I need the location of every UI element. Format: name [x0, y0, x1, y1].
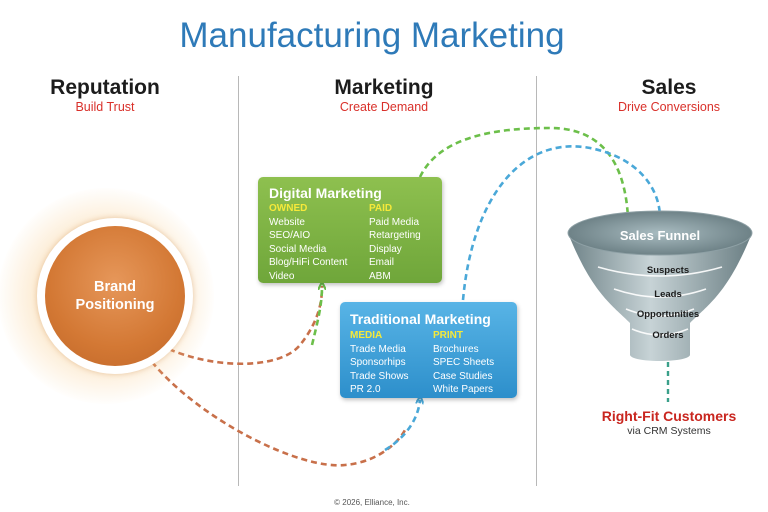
list-item: Email [369, 257, 395, 269]
diagram-title: Manufacturing Marketing [179, 16, 565, 55]
list-item: White Papers [433, 384, 494, 396]
column-subtitle-sales: Drive Conversions [617, 100, 721, 114]
column-title-reputation: Reputation [50, 76, 160, 99]
funnel-stage-orders: Orders [652, 330, 684, 341]
list-item: Case Studies [433, 370, 493, 382]
brand-positioning-circle: Brand Positioning [45, 226, 185, 366]
digital-paid-heading: PAID [369, 203, 393, 214]
right-fit-customers-subtitle: via CRM Systems [627, 425, 711, 437]
list-item: Sponsorhips [350, 357, 406, 369]
list-item: Website [269, 216, 305, 228]
brand-label-line1: Brand [94, 279, 136, 295]
list-item: Paid Media [369, 216, 420, 228]
column-divider-left [238, 76, 239, 486]
traditional-marketing-box: Traditional Marketing MEDIA Trade Media … [340, 302, 517, 398]
column-subtitle-reputation: Build Trust [75, 100, 135, 114]
digital-owned-heading: OWNED [269, 203, 308, 214]
sales-funnel-title: Sales Funnel [619, 228, 701, 243]
right-fit-customers-title: Right-Fit Customers [601, 408, 737, 424]
funnel-stage-suspects: Suspects [646, 265, 690, 276]
column-title-sales: Sales [641, 76, 697, 99]
traditional-print-heading: PRINT [433, 330, 463, 341]
digital-marketing-title: Digital Marketing [269, 185, 382, 201]
arrow-digital-to-funnel [418, 126, 628, 218]
traditional-media-heading: MEDIA [350, 330, 383, 341]
brand-label-line2: Positioning [75, 297, 155, 313]
list-item: Trade Shows [350, 370, 409, 382]
arrow-traditional-to-funnel [461, 145, 660, 301]
list-item: PR 2.0 [350, 384, 381, 396]
list-item: Display [369, 243, 402, 255]
digital-marketing-box: Digital Marketing OWNED Website SEO/AIO … [258, 177, 442, 283]
list-item: Brochures [433, 343, 479, 355]
digital-owned-column: OWNED Website SEO/AIO Social Media Blog/… [269, 202, 347, 284]
traditional-marketing-title: Traditional Marketing [350, 311, 491, 327]
digital-paid-column: PAID Paid Media Retargeting Display Emai… [369, 202, 421, 284]
list-item: SEO/AIO [269, 230, 311, 242]
funnel-stage-opportunities: Opportunities [636, 309, 700, 320]
list-item: Video [269, 270, 295, 282]
list-item: Trade Media [350, 343, 406, 355]
column-divider-right [536, 76, 537, 486]
list-item: Social Media [269, 243, 327, 255]
list-item: SPEC Sheets [433, 357, 495, 369]
arrow-brand-to-traditional [150, 361, 407, 467]
traditional-print-column: PRINT Brochures SPEC Sheets Case Studies… [433, 329, 494, 397]
sales-funnel [567, 210, 753, 361]
list-item: Retargeting [369, 230, 421, 242]
traditional-media-column: MEDIA Trade Media Sponsorhips Trade Show… [350, 329, 409, 397]
list-item: Blog/HiFi Content [269, 257, 348, 269]
copyright-text: © 2026, Elliance, Inc. [334, 498, 410, 507]
funnel-stage-leads: Leads [654, 289, 682, 300]
list-item: ABM [369, 270, 391, 282]
column-title-marketing: Marketing [334, 76, 434, 99]
column-subtitle-marketing: Create Demand [339, 100, 429, 114]
